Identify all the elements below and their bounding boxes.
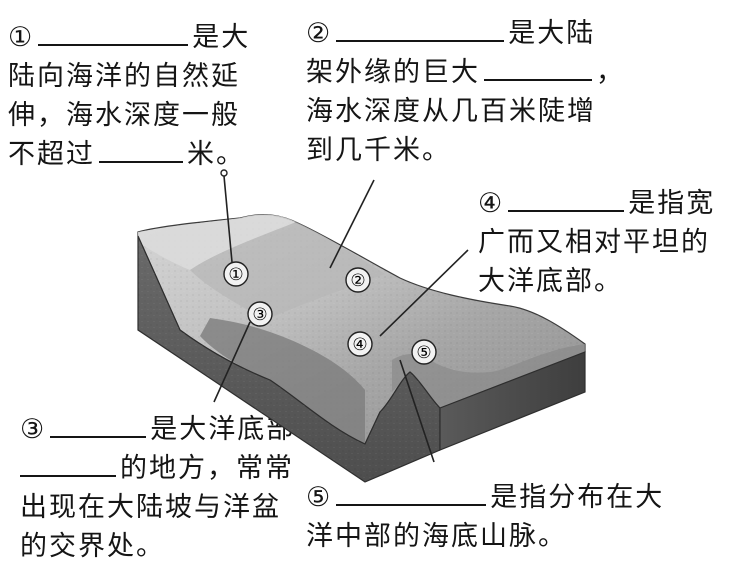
marker-2: ② [346, 268, 370, 292]
marker-3: ③ [248, 302, 272, 326]
marker-4: ④ [348, 332, 372, 356]
svg-text:②: ② [350, 271, 365, 291]
svg-text:⑤: ⑤ [416, 343, 431, 363]
svg-text:③: ③ [252, 305, 267, 325]
marker-5: ⑤ [412, 340, 436, 364]
svg-text:①: ① [228, 265, 243, 285]
leader-dot-1 [221, 170, 227, 176]
svg-text:④: ④ [352, 335, 367, 355]
marker-1: ① [224, 262, 248, 286]
